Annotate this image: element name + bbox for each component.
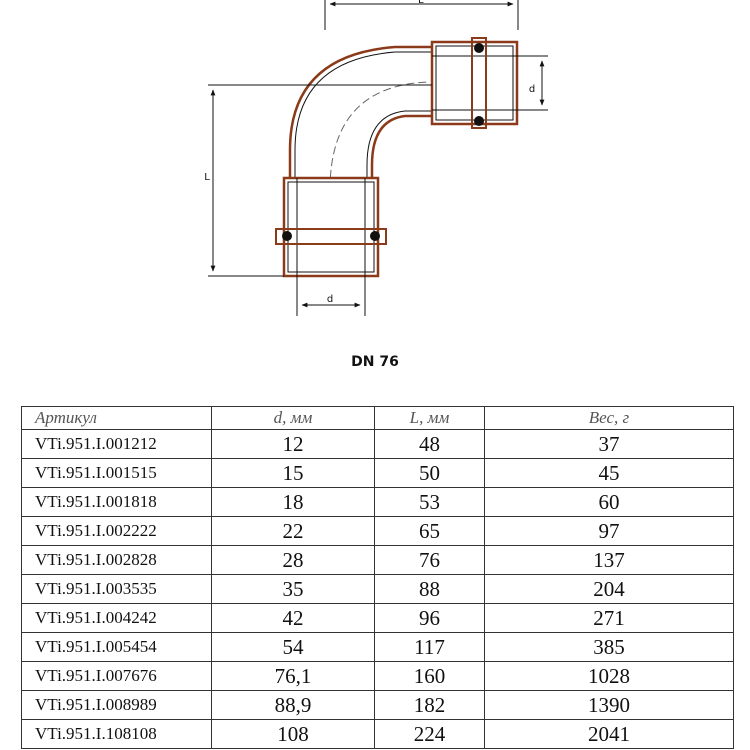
size-caption: DN 76 bbox=[351, 354, 399, 370]
cell-article: VTi.951.I.001515 bbox=[21, 458, 212, 488]
cell-weight: 204 bbox=[484, 574, 734, 604]
cell-weight: 137 bbox=[484, 545, 734, 575]
cell-length: 88 bbox=[374, 574, 485, 604]
diameter-right-dimension: d bbox=[517, 55, 548, 111]
cell-length: 76 bbox=[374, 545, 485, 575]
cell-diameter: 28 bbox=[211, 545, 375, 575]
cell-diameter: 18 bbox=[211, 487, 375, 517]
cell-weight: 1390 bbox=[484, 690, 734, 720]
right-socket bbox=[430, 37, 519, 129]
cell-diameter: 22 bbox=[211, 516, 375, 546]
cell-length: 53 bbox=[374, 487, 485, 517]
header-weight: Вес, г bbox=[484, 406, 734, 430]
cell-length: 50 bbox=[374, 458, 485, 488]
elbow-fitting-drawing: L L bbox=[204, 0, 548, 316]
cell-weight: 2041 bbox=[484, 719, 734, 749]
cell-diameter: 12 bbox=[211, 429, 375, 459]
cell-article: VTi.951.I.002222 bbox=[21, 516, 212, 546]
header-article: Артикул bbox=[21, 406, 212, 430]
cell-diameter: 76,1 bbox=[211, 661, 375, 691]
cell-article: VTi.951.I.108108 bbox=[21, 719, 212, 749]
cell-diameter: 15 bbox=[211, 458, 375, 488]
cell-length: 117 bbox=[374, 632, 485, 662]
top-dimension: L bbox=[324, 0, 519, 30]
cell-length: 48 bbox=[374, 429, 485, 459]
specification-table: Артикул d, мм L, мм Вес, г VTi.951.I.001… bbox=[21, 406, 734, 749]
cell-weight: 385 bbox=[484, 632, 734, 662]
cell-article: VTi.951.I.003535 bbox=[21, 574, 212, 604]
diameter-right-label: d bbox=[529, 84, 535, 95]
cell-weight: 97 bbox=[484, 516, 734, 546]
cell-length: 96 bbox=[374, 603, 485, 633]
bottom-socket bbox=[275, 176, 387, 278]
header-diameter: d, мм bbox=[211, 406, 375, 430]
cell-weight: 1028 bbox=[484, 661, 734, 691]
top-dimension-label: L bbox=[418, 0, 424, 6]
cell-diameter: 88,9 bbox=[211, 690, 375, 720]
table-header-row: Артикул d, мм L, мм Вес, г bbox=[21, 406, 734, 430]
cell-weight: 60 bbox=[484, 487, 734, 517]
cell-diameter: 54 bbox=[211, 632, 375, 662]
cell-weight: 45 bbox=[484, 458, 734, 488]
cell-length: 65 bbox=[374, 516, 485, 546]
cell-diameter: 35 bbox=[211, 574, 375, 604]
cell-length: 224 bbox=[374, 719, 485, 749]
cell-article: VTi.951.I.007676 bbox=[21, 661, 212, 691]
elbow-walls bbox=[294, 51, 432, 195]
cell-article: VTi.951.I.004242 bbox=[21, 603, 212, 633]
cell-article: VTi.951.I.002828 bbox=[21, 545, 212, 575]
cell-article: VTi.951.I.001818 bbox=[21, 487, 212, 517]
cell-length: 182 bbox=[374, 690, 485, 720]
cell-article: VTi.951.I.008989 bbox=[21, 690, 212, 720]
cell-weight: 271 bbox=[484, 603, 734, 633]
cell-weight: 37 bbox=[484, 429, 734, 459]
elbow-body bbox=[288, 45, 432, 195]
cell-article: VTi.951.I.005454 bbox=[21, 632, 212, 662]
cell-diameter: 108 bbox=[211, 719, 375, 749]
diameter-bottom-label: d bbox=[327, 294, 333, 305]
length-dimension: L bbox=[204, 84, 432, 277]
cell-length: 160 bbox=[374, 661, 485, 691]
cell-article: VTi.951.I.001212 bbox=[21, 429, 212, 459]
cell-diameter: 42 bbox=[211, 603, 375, 633]
diameter-bottom-dimension: d bbox=[296, 276, 366, 316]
length-dimension-label: L bbox=[204, 172, 210, 183]
header-length: L, мм bbox=[374, 406, 485, 430]
